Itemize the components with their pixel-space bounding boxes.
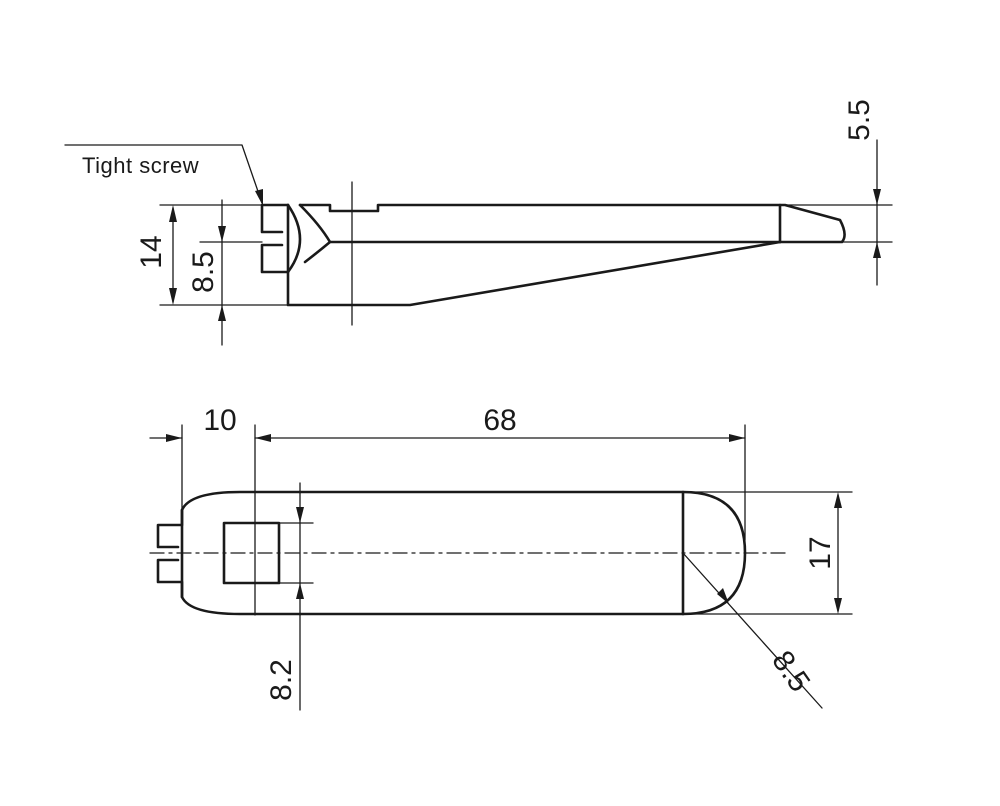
dim-17-arrow-top (834, 492, 842, 508)
dim-82-arrow-bottom (296, 583, 304, 599)
dim-82-label: 8.2 (265, 659, 298, 701)
dim-14-arrow-top (169, 205, 177, 222)
dim-68-label: 68 (483, 404, 516, 437)
dim-r85-leader (682, 552, 823, 709)
dim-68-arrow-left (255, 434, 271, 442)
side-body-outline (286, 203, 782, 307)
side-head-dome (286, 203, 302, 274)
dim-82-arrow-top (296, 507, 304, 523)
dim-55-label: 5.5 (843, 99, 876, 141)
tight-screw-arrow (255, 189, 263, 206)
side-groove (298, 203, 332, 264)
top-view: 10 68 17 8.2 8.5 (149, 404, 853, 711)
side-top-edge (298, 203, 846, 244)
tight-screw-label: Tight screw (82, 153, 199, 178)
dim-85-arrow-bottom (218, 305, 226, 321)
dim-55-arrow-bottom (873, 242, 881, 258)
dim-85-arrow-top (218, 226, 226, 242)
tight-screw-leader (64, 144, 263, 204)
dim-14-arrow-bottom (169, 288, 177, 305)
dim-85-label: 8.5 (187, 251, 220, 293)
dim-55-arrow-top (873, 189, 881, 205)
dim-r85-arrow (717, 588, 729, 604)
dim-17-arrow-bottom (834, 598, 842, 614)
dim-10-arrow-left (166, 434, 182, 442)
dim-17-label: 17 (804, 536, 837, 569)
side-view: 14 8.5 5.5 Tight screw (64, 99, 893, 346)
side-screw-head (260, 203, 290, 274)
dim-10-label: 10 (203, 404, 236, 437)
dim-14-label: 14 (135, 235, 168, 268)
dim-68-arrow-right (729, 434, 745, 442)
